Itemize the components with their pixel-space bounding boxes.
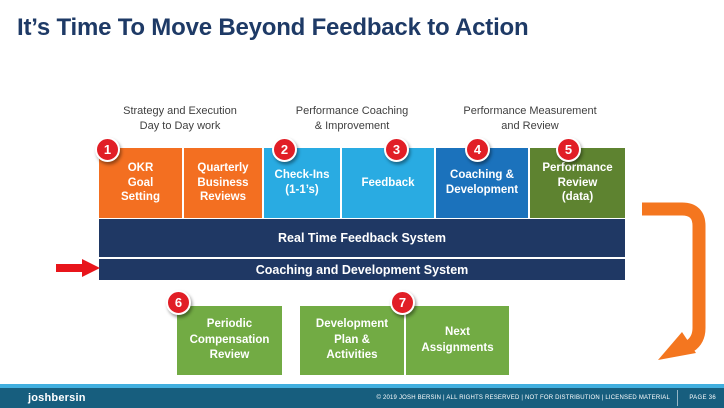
step-badge-1: 1 bbox=[95, 137, 120, 162]
page-number: PAGE 36 bbox=[689, 395, 716, 401]
box-next-assignments: Next Assignments bbox=[406, 306, 509, 375]
bar-coaching-development-system: Coaching and Development System bbox=[99, 259, 625, 280]
step-badge-7: 7 bbox=[390, 290, 415, 315]
footer-divider bbox=[677, 390, 678, 406]
footer-accent-strip bbox=[0, 384, 724, 388]
brand-logo: joshbersin bbox=[28, 392, 86, 404]
bar-real-time-feedback-system: Real Time Feedback System bbox=[99, 219, 625, 257]
box-feedback: Feedback bbox=[342, 148, 434, 218]
red-pointer-arrow-icon bbox=[56, 259, 100, 277]
category-label-performance-measurement: Performance Measurement and Review bbox=[463, 105, 597, 132]
step-badge-6: 6 bbox=[166, 290, 191, 315]
copyright-text: © 2019 JOSH BERSIN | ALL RIGHTS RESERVED… bbox=[376, 395, 670, 401]
step-badge-3: 3 bbox=[384, 137, 409, 162]
category-label-strategy-execution: Strategy and Execution Day to Day work bbox=[123, 105, 237, 132]
category-label-performance-coaching: Performance Coaching & Improvement bbox=[295, 105, 409, 132]
slide-title: It’s Time To Move Beyond Feedback to Act… bbox=[17, 14, 529, 41]
box-periodic-compensation-review: Periodic Compensation Review bbox=[177, 306, 282, 375]
step-badge-2: 2 bbox=[272, 137, 297, 162]
orange-loop-arrow-icon bbox=[642, 202, 706, 360]
box-development-plan-activities: Development Plan & Activities bbox=[300, 306, 404, 375]
box-check-ins: Check-Ins (1-1’s) bbox=[264, 148, 340, 218]
box-quarterly-business-reviews: Quarterly Business Reviews bbox=[184, 148, 262, 218]
box-performance-review: Performance Review (data) bbox=[530, 148, 625, 218]
footer-bar: joshbersin © 2019 JOSH BERSIN | ALL RIGH… bbox=[0, 388, 724, 408]
step-badge-4: 4 bbox=[465, 137, 490, 162]
step-badge-5: 5 bbox=[556, 137, 581, 162]
